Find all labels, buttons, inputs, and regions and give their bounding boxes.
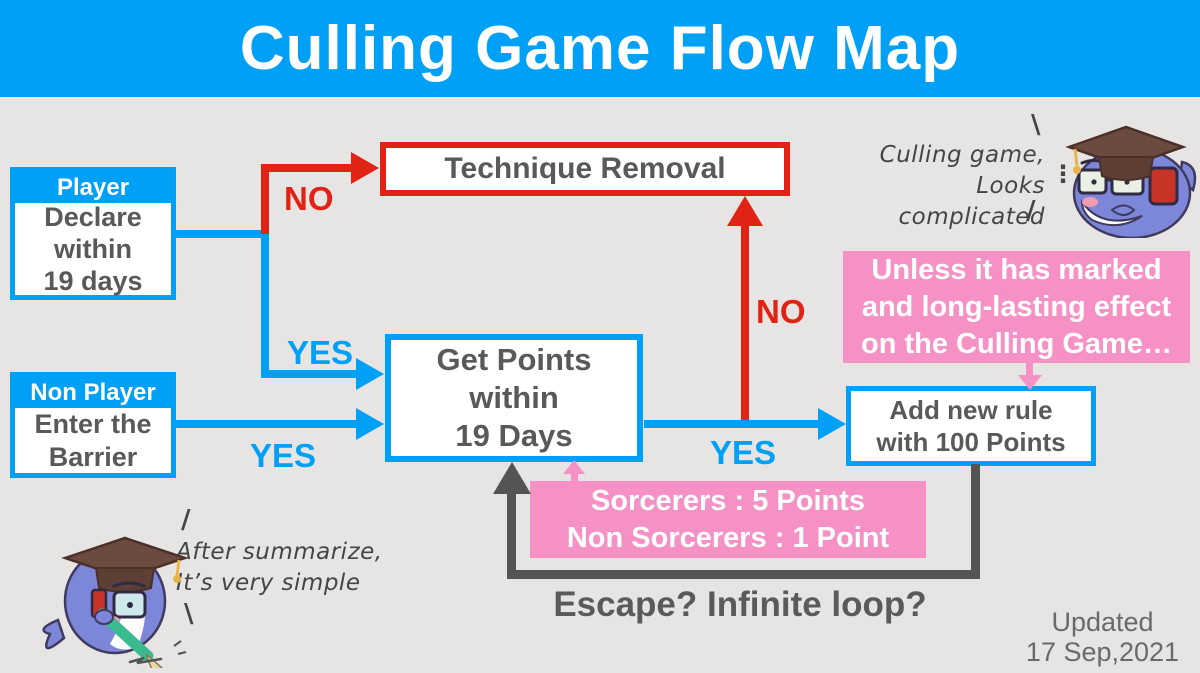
note-text-line: and long-lasting effect	[861, 290, 1172, 323]
arrowhead-no-technique-icon	[351, 152, 379, 184]
non-player-box: Non Player Enter the Barrier	[10, 372, 176, 478]
escape-caption: Escape? Infinite loop?	[553, 585, 927, 624]
connector-unless-addrule	[1026, 363, 1033, 377]
unless-note: Unless it has marked and long-lasting ef…	[843, 251, 1190, 363]
connector-barrier-getpoints	[176, 420, 358, 428]
label-yes-points: YES	[710, 434, 777, 471]
label-no-points: NO	[756, 293, 806, 330]
speech-line: It’s very simple	[176, 570, 361, 596]
player-box-header: Player	[15, 172, 171, 203]
add-rule-box: Add new rule with 100 Points	[846, 386, 1096, 466]
technique-removal-box: Technique Removal	[380, 142, 790, 196]
connector-getpoints-addrule	[644, 420, 820, 428]
page-title: Culling Game Flow Map	[239, 14, 961, 83]
arrowhead-loop-icon	[493, 462, 531, 494]
box-text-line: Add new rule	[889, 395, 1053, 425]
updated-line: 17 Sep,2021	[1025, 637, 1180, 667]
note-text-line: Unless it has marked	[871, 253, 1162, 286]
loop-line-left	[507, 494, 516, 579]
speech-mark: /	[181, 505, 191, 535]
connector-player-junction	[176, 230, 269, 238]
speech-line: Culling game,	[879, 142, 1045, 168]
arrowhead-no-points-icon	[727, 196, 763, 226]
label-no-declare: NO	[284, 180, 334, 217]
speech-bottom-left: After summarize, It’s very simple	[176, 537, 396, 599]
connector-points-note-getpoints	[571, 472, 578, 482]
loop-line-right	[971, 464, 980, 576]
arrowhead-barrier-getpoints-icon	[356, 408, 384, 440]
box-text-line: within	[469, 380, 559, 415]
speech-mark: \	[184, 599, 194, 629]
speech-mark: /	[1026, 196, 1036, 226]
connector-junction-down	[261, 230, 269, 378]
note-text-line: Non Sorcerers : 1 Point	[566, 521, 890, 554]
arrowhead-yes-getpoints-icon	[356, 358, 384, 390]
connector-yes-to-getpoints	[261, 370, 358, 378]
speech-dots: ⋮	[1051, 160, 1075, 188]
get-points-box: Get Points within 19 Days	[385, 334, 643, 462]
box-text-line: Barrier	[48, 441, 138, 472]
box-text-line: with 100 Points	[876, 427, 1066, 457]
speech-line: Looks complicated	[898, 173, 1045, 230]
box-text-line: 19 Days	[455, 418, 573, 453]
speech-top-right: Culling game, Looks complicated	[845, 140, 1045, 233]
speech-line: After summarize,	[176, 539, 383, 565]
connector-no-points-up	[741, 222, 749, 420]
loop-line-bottom	[507, 570, 980, 579]
arrowhead-points-note-icon	[563, 460, 585, 474]
speech-mark: \	[1031, 110, 1041, 140]
updated-stamp: Updated 17 Sep,2021	[1020, 607, 1185, 667]
box-text-line: Get Points	[436, 342, 592, 377]
box-text-line: Declare	[44, 202, 142, 232]
updated-line: Updated	[1051, 607, 1154, 637]
box-text-line: 19 days	[43, 266, 143, 296]
arrowhead-getpoints-addrule-icon	[818, 408, 846, 440]
connector-no-to-technique	[261, 164, 353, 172]
points-note: Sorcerers : 5 Points Non Sorcerers : 1 P…	[530, 481, 926, 558]
title-bar: Culling Game Flow Map	[0, 0, 1200, 97]
connector-no-up	[261, 164, 269, 234]
label-yes-declare: YES	[287, 334, 354, 371]
box-text-line: Enter the	[34, 408, 152, 439]
box-text-line: Technique Removal	[444, 152, 726, 185]
player-box: Player Declare within 19 days	[10, 167, 176, 300]
arrowhead-unless-addrule-icon	[1018, 375, 1042, 390]
dolphin-writing-icon	[42, 536, 189, 668]
non-player-box-header: Non Player	[15, 377, 171, 408]
label-yes-barrier: YES	[250, 437, 317, 474]
note-text-line: on the Culling Game…	[861, 327, 1172, 360]
dolphin-professor-icon	[1065, 125, 1197, 238]
box-text-line: within	[54, 234, 132, 264]
note-text-line: Sorcerers : 5 Points	[591, 484, 865, 517]
